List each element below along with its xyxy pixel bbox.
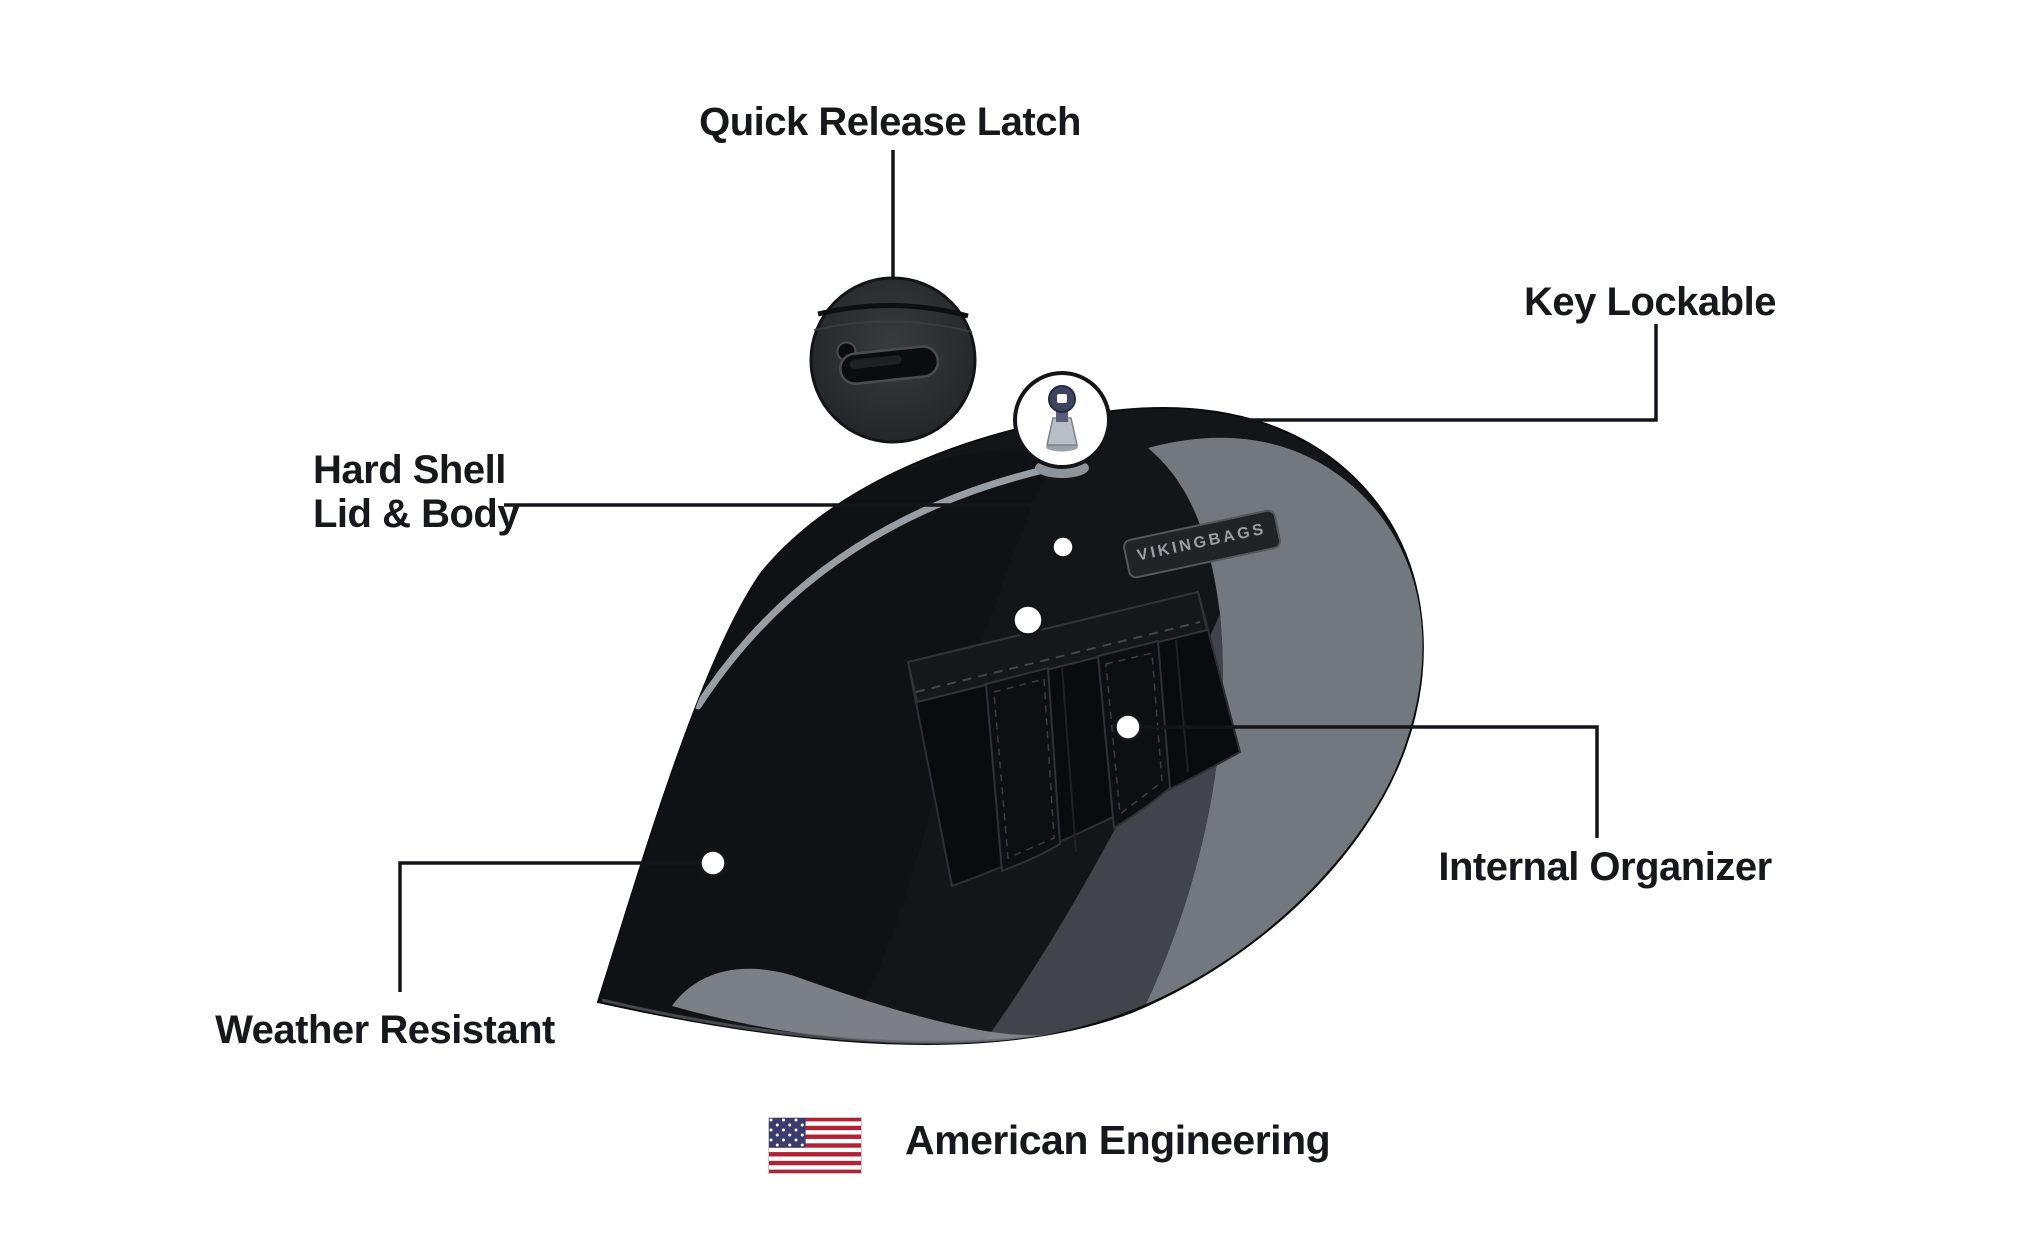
latch-inset — [809, 276, 977, 444]
anchor-dot-weather — [698, 848, 728, 878]
callout-line-weather-resistant — [398, 861, 699, 992]
callout-label-key-lockable: Key Lockable — [1524, 280, 1776, 324]
saddlebag-body — [596, 406, 1424, 1046]
key-icon — [1013, 371, 1111, 469]
callout-label-hard-shell: Hard Shell Lid & Body — [313, 448, 520, 536]
us-flag-icon — [768, 1117, 862, 1174]
bag-side-panel — [1146, 437, 1423, 1004]
anchor-dot-lid — [1050, 534, 1076, 560]
callout-label-weather-resistant: Weather Resistant — [215, 1008, 555, 1052]
hard-shell-line-2: Lid & Body — [313, 492, 520, 536]
bag-front-face — [598, 449, 1055, 1033]
internal-organizer-pockets — [906, 590, 1242, 888]
callout-label-internal-organizer: Internal Organizer — [1438, 845, 1772, 889]
callout-line-key-lockable — [1110, 324, 1658, 422]
anchor-dots — [698, 534, 1143, 878]
callout-line-internal-organizer — [1142, 725, 1599, 838]
anchor-dot-organizer — [1113, 712, 1143, 742]
callout-label-quick-release-latch: Quick Release Latch — [699, 100, 1081, 144]
lid-piping — [694, 464, 1056, 710]
anchor-dot-body — [1011, 603, 1045, 637]
callout-line-hard-shell — [504, 503, 1065, 535]
footer-text: American Engineering — [905, 1117, 1331, 1163]
hard-shell-line-1: Hard Shell — [313, 448, 506, 492]
callout-lines — [398, 150, 1658, 992]
latch-handle-icon — [836, 341, 940, 385]
